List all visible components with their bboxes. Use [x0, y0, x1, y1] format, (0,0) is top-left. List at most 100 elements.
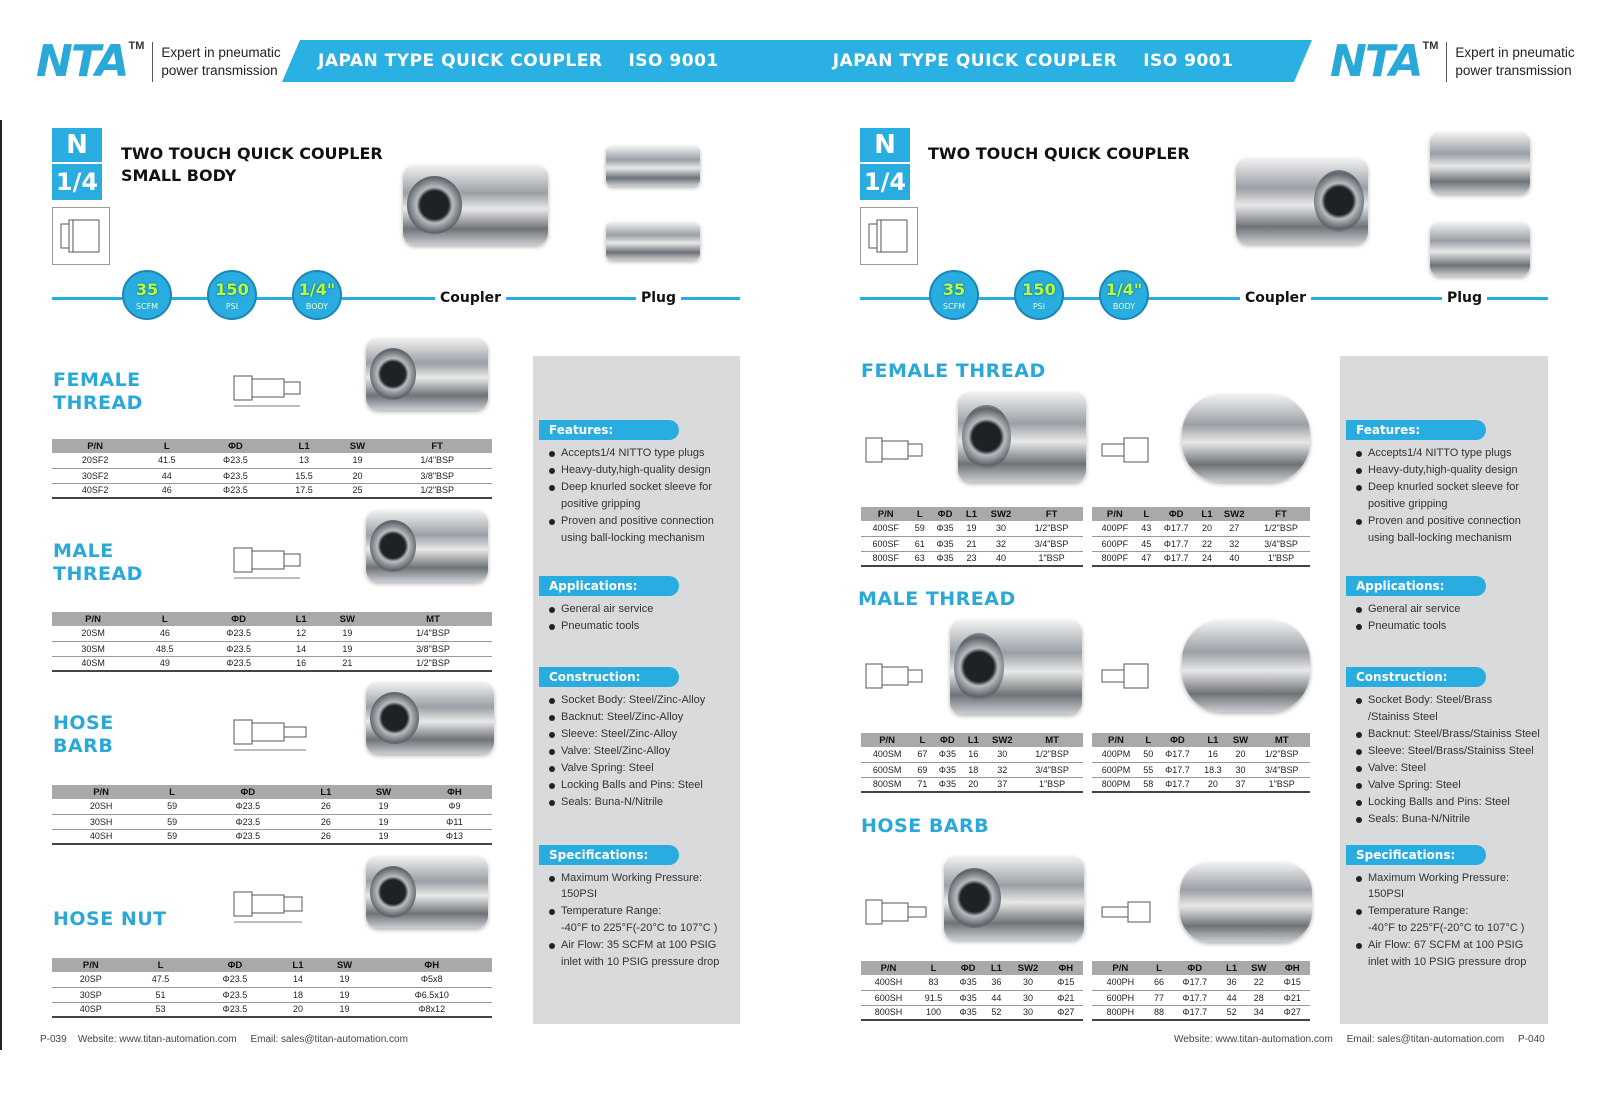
column-header: ΦD	[1169, 961, 1221, 975]
list-item: -40°F to 225°F(-20°C to 107°C )	[561, 921, 718, 934]
table-cell: 1/4"BSP	[374, 626, 492, 642]
table-cell: 48.5	[134, 641, 196, 657]
table-cell: Φ17.7	[1169, 990, 1221, 1006]
table-cell: 1"BSP	[1253, 777, 1310, 793]
table-cell: 32	[1216, 536, 1252, 552]
list-item: Maximum Working Pressure: 150PSI	[549, 871, 739, 902]
table-cell: 19	[961, 521, 982, 537]
table-cell: Φ23.5	[195, 641, 282, 657]
table-cell: 30SF2	[52, 468, 139, 484]
table-cell: 16	[281, 656, 321, 672]
table-cell: 30	[981, 521, 1021, 537]
table-cell: 46	[138, 483, 196, 499]
table-cell: Φ23.5	[193, 799, 302, 815]
table-cell: 37	[1227, 777, 1254, 793]
badge-series: N	[52, 128, 102, 164]
table-cell: 46	[134, 626, 196, 642]
rating-body: 1/4"BODY	[1099, 270, 1149, 320]
hose-barb-photo	[366, 682, 494, 754]
table-cell: 600SH	[861, 990, 916, 1006]
table-cell: 44	[1220, 990, 1244, 1006]
table-cell: 51	[129, 987, 192, 1003]
table-cell: 20	[1198, 777, 1228, 793]
column-header: L	[1137, 507, 1155, 521]
column-header: L1	[1220, 961, 1244, 975]
plug-drawing	[1101, 437, 1149, 463]
plug-photo	[1180, 862, 1312, 942]
column-header: P/N	[861, 733, 914, 747]
tagline-line2: power transmission	[1455, 63, 1572, 78]
table-cell: 19	[350, 829, 417, 845]
construction-heading: Construction:	[1346, 667, 1486, 687]
brand-logo-left: NTA TM Expert in pneumatic power transmi…	[36, 40, 281, 84]
column-header: P/N	[1092, 733, 1140, 747]
footer-email[interactable]: Email: sales@titan-automation.com	[1346, 1034, 1505, 1045]
list-item: Locking Balls and Pins: Steel	[1356, 795, 1546, 811]
table-cell: 800PF	[1092, 551, 1138, 567]
table-cell: 59	[150, 814, 194, 830]
column-header: L1	[278, 958, 318, 972]
list-item: Valve Spring: Steel	[549, 761, 739, 777]
column-header: L	[138, 439, 196, 453]
table-cell: 1/2"BSP	[374, 656, 492, 672]
footer-website[interactable]: Website: www.titan-automation.com	[77, 1034, 237, 1045]
table-cell: 52	[985, 1005, 1008, 1021]
column-header: ΦH	[1274, 961, 1310, 975]
table-cell: 3/4"BSP	[1251, 536, 1310, 552]
table-cell: 600PF	[1092, 536, 1138, 552]
table-cell: Φ35	[950, 1005, 986, 1021]
table-cell: 47	[1137, 551, 1155, 567]
table-cell: 30SP	[52, 987, 130, 1003]
footer-website[interactable]: Website: www.titan-automation.com	[1174, 1034, 1333, 1045]
column-header: SW	[1243, 961, 1275, 975]
column-header: FT	[1251, 507, 1310, 521]
table-cell: Φ23.5	[193, 829, 302, 845]
table-cell: 800SH	[861, 1005, 916, 1021]
hose-barb-drawing	[233, 719, 307, 751]
table-cell: Φ23.5	[195, 483, 276, 499]
table-cell: 30	[983, 747, 1022, 763]
footer-email[interactable]: Email: sales@titan-automation.com	[250, 1034, 408, 1045]
table-cell: 16	[963, 747, 984, 763]
table-cell: 21	[320, 656, 375, 672]
table-cell: 400PM	[1092, 747, 1140, 763]
table-cell: 19	[350, 814, 417, 830]
table-cell: Φ8x12	[371, 1002, 492, 1018]
table-cell: Φ17.7	[1156, 762, 1199, 778]
table-cell: 36	[1220, 975, 1244, 991]
list-item: Deep knurled socket sleeve for	[1356, 480, 1546, 496]
table-cell: Φ23.5	[195, 468, 276, 484]
table-cell: 20	[1227, 747, 1254, 763]
applications-heading: Applications:	[539, 576, 679, 596]
banner-title-right: JAPAN TYPE QUICK COUPLER	[832, 51, 1118, 71]
table-cell: 400PF	[1092, 521, 1138, 537]
coupler-outline-icon	[60, 219, 100, 253]
column-header: FT	[1020, 507, 1083, 521]
logo-tm: TM	[1422, 40, 1439, 52]
table-cell: Φ35	[931, 777, 964, 793]
table-cell: Φ15	[1048, 975, 1083, 991]
badge-size: 1/4	[863, 168, 907, 196]
logo-tagline: Expert in pneumatic power transmission	[1455, 44, 1574, 80]
table-cell: 19	[317, 987, 372, 1003]
page-number: P-040	[1518, 1034, 1545, 1045]
logo-divider	[152, 42, 154, 82]
list-item: Heavy-duty,high-quality design	[1356, 463, 1546, 479]
table-cell: 49	[134, 656, 196, 672]
table-cell: 400SH	[861, 975, 916, 991]
